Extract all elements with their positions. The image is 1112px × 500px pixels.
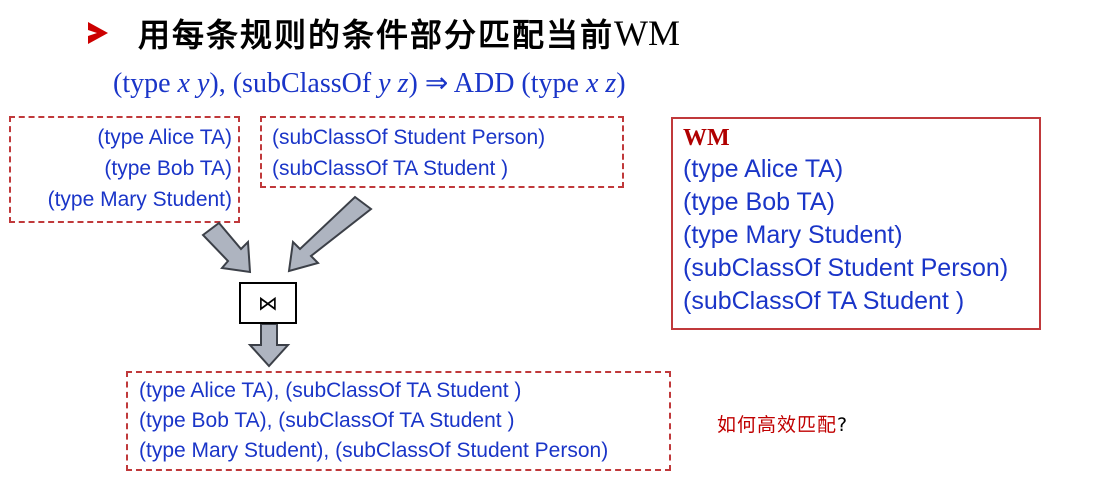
heading-wm: WM <box>614 13 681 53</box>
join-box: ⋈ <box>239 282 297 324</box>
join-icon: ⋈ <box>258 292 278 315</box>
subclass-facts-box: (subClassOf Student Person) (subClassOf … <box>260 116 624 188</box>
wm-item: (type Alice TA) <box>683 155 844 183</box>
rule-var: z <box>605 68 617 99</box>
rule-expression: (type x y), (subClassOf y z) ⇒ ADD (type… <box>113 66 626 100</box>
rule-part: (type <box>113 68 178 99</box>
down-arrow-icon <box>247 323 291 368</box>
right-down-arrow-icon <box>287 195 373 273</box>
rule-var: x <box>585 68 599 99</box>
wm-item: (type Mary Student) <box>683 221 903 249</box>
slide-heading: 用每条规则的条件部分匹配当前 WM <box>88 10 680 56</box>
join-result-row: (type Alice TA), (subClassOf TA Student … <box>139 379 522 402</box>
left-down-arrow-icon <box>201 221 252 274</box>
join-result-row: (type Mary Student), (subClassOf Student… <box>139 439 609 462</box>
rule-var: x <box>177 68 190 99</box>
rule-part: ) <box>616 68 626 99</box>
rule-var: y <box>196 68 210 99</box>
wm-item: (subClassOf TA Student ) <box>683 287 965 315</box>
type-fact: (type Mary Student) <box>47 188 232 211</box>
type-facts-box: (type Alice TA) (type Bob TA) (type Mary… <box>9 116 240 223</box>
join-result-row: (type Bob TA), (subClassOf TA Student ) <box>139 409 515 432</box>
rule-var: y <box>378 68 391 99</box>
wm-item: (subClassOf Student Person) <box>683 254 1009 282</box>
heading-text: 用每条规则的条件部分匹配当前 <box>138 16 615 54</box>
type-fact: (type Alice TA) <box>97 126 232 149</box>
question-mark: ? <box>837 414 849 436</box>
wm-item: (type Bob TA) <box>683 188 835 216</box>
wm-title: WM <box>683 125 730 151</box>
subclass-fact: (subClassOf TA Student ) <box>272 157 509 180</box>
question-text: 如何高效匹配? <box>717 410 848 437</box>
rule-part: ) ⇒ ADD (type <box>408 68 586 99</box>
join-result-box: (type Alice TA), (subClassOf TA Student … <box>126 371 671 471</box>
subclass-fact: (subClassOf Student Person) <box>272 126 546 149</box>
bullet-arrow-icon <box>88 22 108 44</box>
wm-box: WM (type Alice TA) (type Bob TA) (type M… <box>671 117 1041 330</box>
question-label: 如何高效匹配 <box>717 414 838 436</box>
rule-var: z <box>397 68 409 99</box>
type-fact: (type Bob TA) <box>104 157 232 180</box>
rule-part: ), (subClassOf <box>209 68 379 99</box>
